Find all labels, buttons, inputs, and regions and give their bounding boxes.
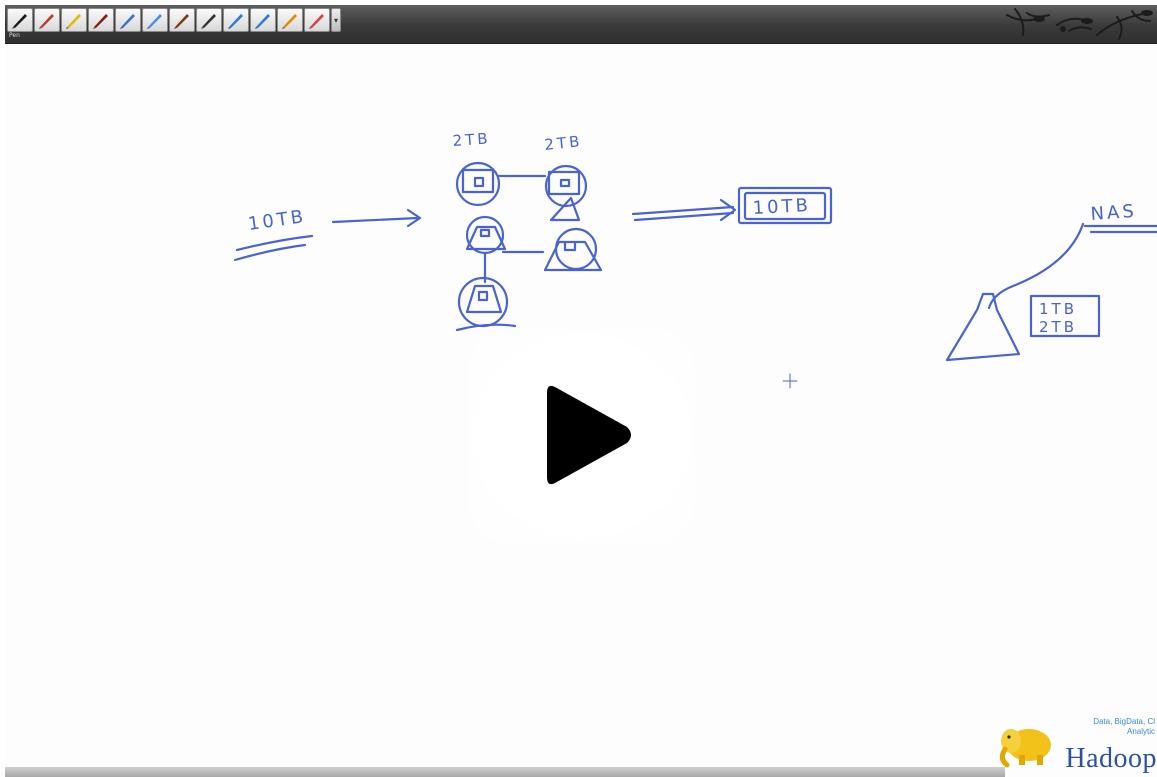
tool-caption: Pen — [9, 32, 20, 39]
logo-tagline-line1: Data, BigData, Cl — [1093, 717, 1155, 726]
clear-tool-button[interactable] — [304, 8, 330, 32]
black-pen-tool-button[interactable] — [196, 8, 222, 32]
eraser-tool-icon — [255, 14, 270, 29]
tool-buttons: ▾ — [7, 8, 341, 32]
black-pen-tool-icon — [201, 14, 216, 29]
toolbar-more-button[interactable]: ▾ — [331, 8, 341, 32]
refresh-tool-button[interactable] — [223, 8, 249, 32]
whiteboard-canvas[interactable]: 10TB 2TB 2TB 10TB NAS 1TB 2TB — [5, 44, 1157, 767]
highlighter-tool-icon — [66, 14, 81, 29]
red-pen-tool-button[interactable] — [34, 8, 60, 32]
dark-red-pen-tool-button[interactable] — [88, 8, 114, 32]
nas-device — [945, 292, 1021, 362]
bottom-scrollbar[interactable] — [5, 767, 1005, 777]
logo-text: Hadoop — [1065, 743, 1157, 774]
label-node-top-right: 2TB — [544, 132, 584, 154]
logo-tagline-line2: Analytic — [1126, 727, 1155, 736]
hadoop-logo: Data, BigData, Cl Analytic Hadoop — [997, 713, 1157, 775]
video-frame: ▾ Pen — [5, 5, 1157, 777]
label-output: 10TB — [752, 195, 811, 219]
highlighter-tool-button[interactable] — [61, 8, 87, 32]
play-icon — [547, 385, 631, 485]
pen-tool-icon — [12, 14, 27, 29]
drawing-toolbar: ▾ Pen — [5, 5, 1157, 44]
dark-red-pen-tool-icon — [93, 14, 108, 29]
brown-pen-tool-icon — [174, 14, 189, 29]
label-node-top-left: 2TB — [452, 129, 491, 150]
arrow-head — [719, 198, 737, 222]
brown-pen-tool-button[interactable] — [169, 8, 195, 32]
underline-stroke — [233, 243, 307, 262]
shape-tool-button[interactable] — [277, 8, 303, 32]
shape-tool-icon — [282, 14, 297, 29]
arrow-stroke — [631, 205, 735, 216]
clear-tool-icon — [309, 14, 324, 29]
underline-stroke — [235, 234, 314, 252]
arrow-stroke — [331, 216, 420, 224]
blue-pen-tool-button[interactable] — [115, 8, 141, 32]
label-nas: NAS — [1090, 201, 1138, 225]
arrow-head — [406, 208, 422, 228]
cursor-crosshair — [782, 373, 798, 389]
label-nas-2tb: 2TB — [1039, 318, 1077, 336]
elephant-logo-icon — [999, 729, 1051, 768]
light-blue-pen-tool-button[interactable] — [142, 8, 168, 32]
label-nas-1tb: 1TB — [1039, 300, 1077, 318]
refresh-tool-icon — [228, 14, 243, 29]
label-left-data: 10TB — [247, 206, 308, 235]
ink-drawing: 10TB 2TB 2TB 10TB NAS 1TB 2TB — [233, 129, 1157, 389]
decorative-leaves-icon — [1006, 8, 1153, 40]
eraser-tool-button[interactable] — [250, 8, 276, 32]
pen-tool-button[interactable] — [7, 8, 33, 32]
red-pen-tool-icon — [39, 14, 54, 29]
play-button[interactable] — [470, 329, 695, 544]
logo-tagline: Data, BigData, Cl Analytic — [1075, 717, 1155, 737]
light-blue-pen-tool-icon — [147, 14, 162, 29]
blue-pen-tool-icon — [120, 14, 135, 29]
